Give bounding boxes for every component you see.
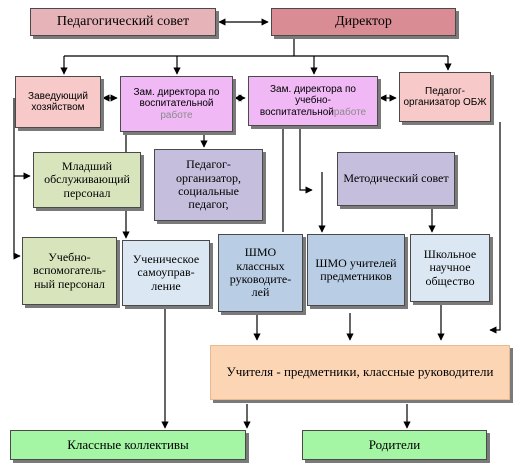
node-obzh: Педагог-организатор ОБЖ [399, 72, 491, 122]
node-deputy-uvr: Зам. директора по учебно-воспитательнойр… [248, 76, 378, 126]
node-ped-council: Педагогический совет [30, 8, 216, 36]
node-school-society: Школьное научное общество [410, 234, 490, 302]
node-shmo-class: ШМО классных руководите-лей [218, 234, 303, 312]
node-method-council: Методический совет [337, 152, 455, 206]
node-shmo-teachers: ШМО учителей предметников [307, 234, 405, 306]
node-deputy-edu: Зам. директора по воспитательной работе [120, 76, 233, 132]
node-class-collectives: Классные коллективы [10, 430, 246, 460]
node-parents: Родители [302, 430, 487, 460]
node-ped-org-social: Педагог-организатор, социальные педагог, [154, 149, 263, 221]
node-director: Директор [271, 8, 456, 36]
node-housekeeping: Заведующий хозяйством [15, 76, 101, 128]
deputy-uvr-text: Зам. директора по учебно-воспитательнойр… [259, 84, 367, 118]
node-support-staff: Учебно-вспомогатель-ный персонал [22, 237, 117, 305]
link-housekeeping-staff [13, 98, 21, 260]
link-obzh-teachers [489, 122, 501, 334]
link-deputy-uvr-method [299, 126, 313, 194]
node-student-gov: Ученическое самоуправ-ление [122, 240, 210, 306]
node-teachers: Учителя - предметники, классные руководи… [210, 345, 510, 400]
node-junior-staff: Младший обслуживающий персонал [33, 152, 141, 208]
